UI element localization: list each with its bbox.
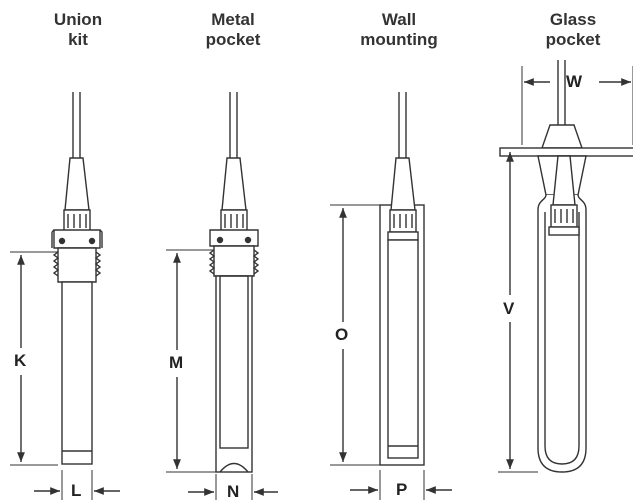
metal-pocket-probe (208, 92, 260, 473)
title-wall-mounting-line1: Wall (381, 10, 417, 29)
label-v: V (503, 299, 515, 318)
title-metal-pocket: Metal pocket (178, 10, 288, 50)
label-n: N (227, 482, 240, 501)
glass-pocket-probe (499, 60, 633, 473)
dimension-m-line (166, 249, 216, 473)
label-k: K (14, 351, 27, 370)
dimension-l-line (34, 470, 120, 500)
title-metal-pocket-line2: pocket (205, 30, 261, 49)
title-wall-mounting: Wall mounting (344, 10, 454, 50)
title-union-kit-line1: Union (53, 10, 103, 29)
dimension-n-line (188, 474, 278, 500)
title-metal-pocket-line1: Metal (211, 10, 255, 29)
wall-mounting-probe (379, 92, 425, 466)
label-l: L (71, 481, 82, 500)
title-glass-pocket: Glass pocket (518, 10, 628, 50)
title-union-kit: Union kit (23, 10, 133, 50)
title-union-kit-line2: kit (68, 30, 88, 49)
dimension-p-line (350, 470, 452, 500)
label-w: W (566, 72, 583, 91)
dimension-o-line (330, 204, 380, 466)
dimension-w-line (521, 66, 633, 145)
title-glass-pocket-line1: Glass (549, 10, 597, 29)
label-m: M (169, 353, 184, 372)
dimension-v-line (498, 152, 538, 473)
dimension-k-line (10, 251, 58, 466)
label-o: O (335, 325, 349, 344)
label-p: P (396, 480, 408, 499)
title-wall-mounting-line2: mounting (360, 30, 438, 49)
title-glass-pocket-line2: pocket (545, 30, 601, 49)
union-kit-probe (51, 92, 103, 465)
